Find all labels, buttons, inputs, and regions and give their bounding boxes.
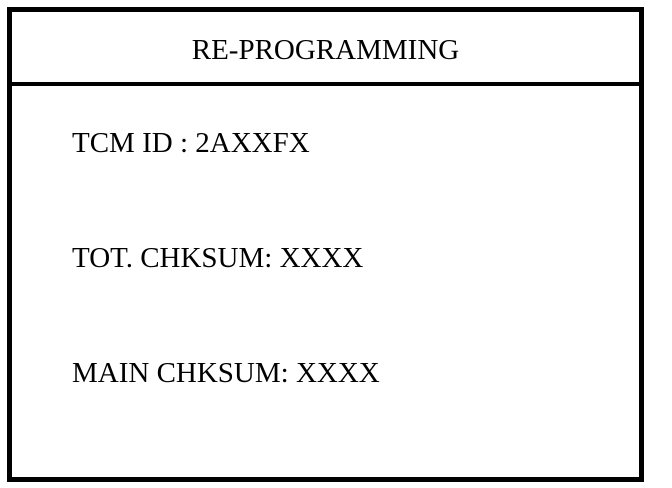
title-bar: RE-PROGRAMMING <box>12 12 639 86</box>
screen-title: RE-PROGRAMMING <box>191 33 460 66</box>
main-checksum-readout: MAIN CHKSUM: XXXX <box>72 357 380 389</box>
total-checksum-readout: TOT. CHKSUM: XXXX <box>72 242 364 274</box>
tcm-id-readout: TCM ID : 2AXXFX <box>72 127 310 159</box>
reprogramming-screen: RE-PROGRAMMING TCM ID : 2AXXFX TOT. CHKS… <box>7 7 644 482</box>
